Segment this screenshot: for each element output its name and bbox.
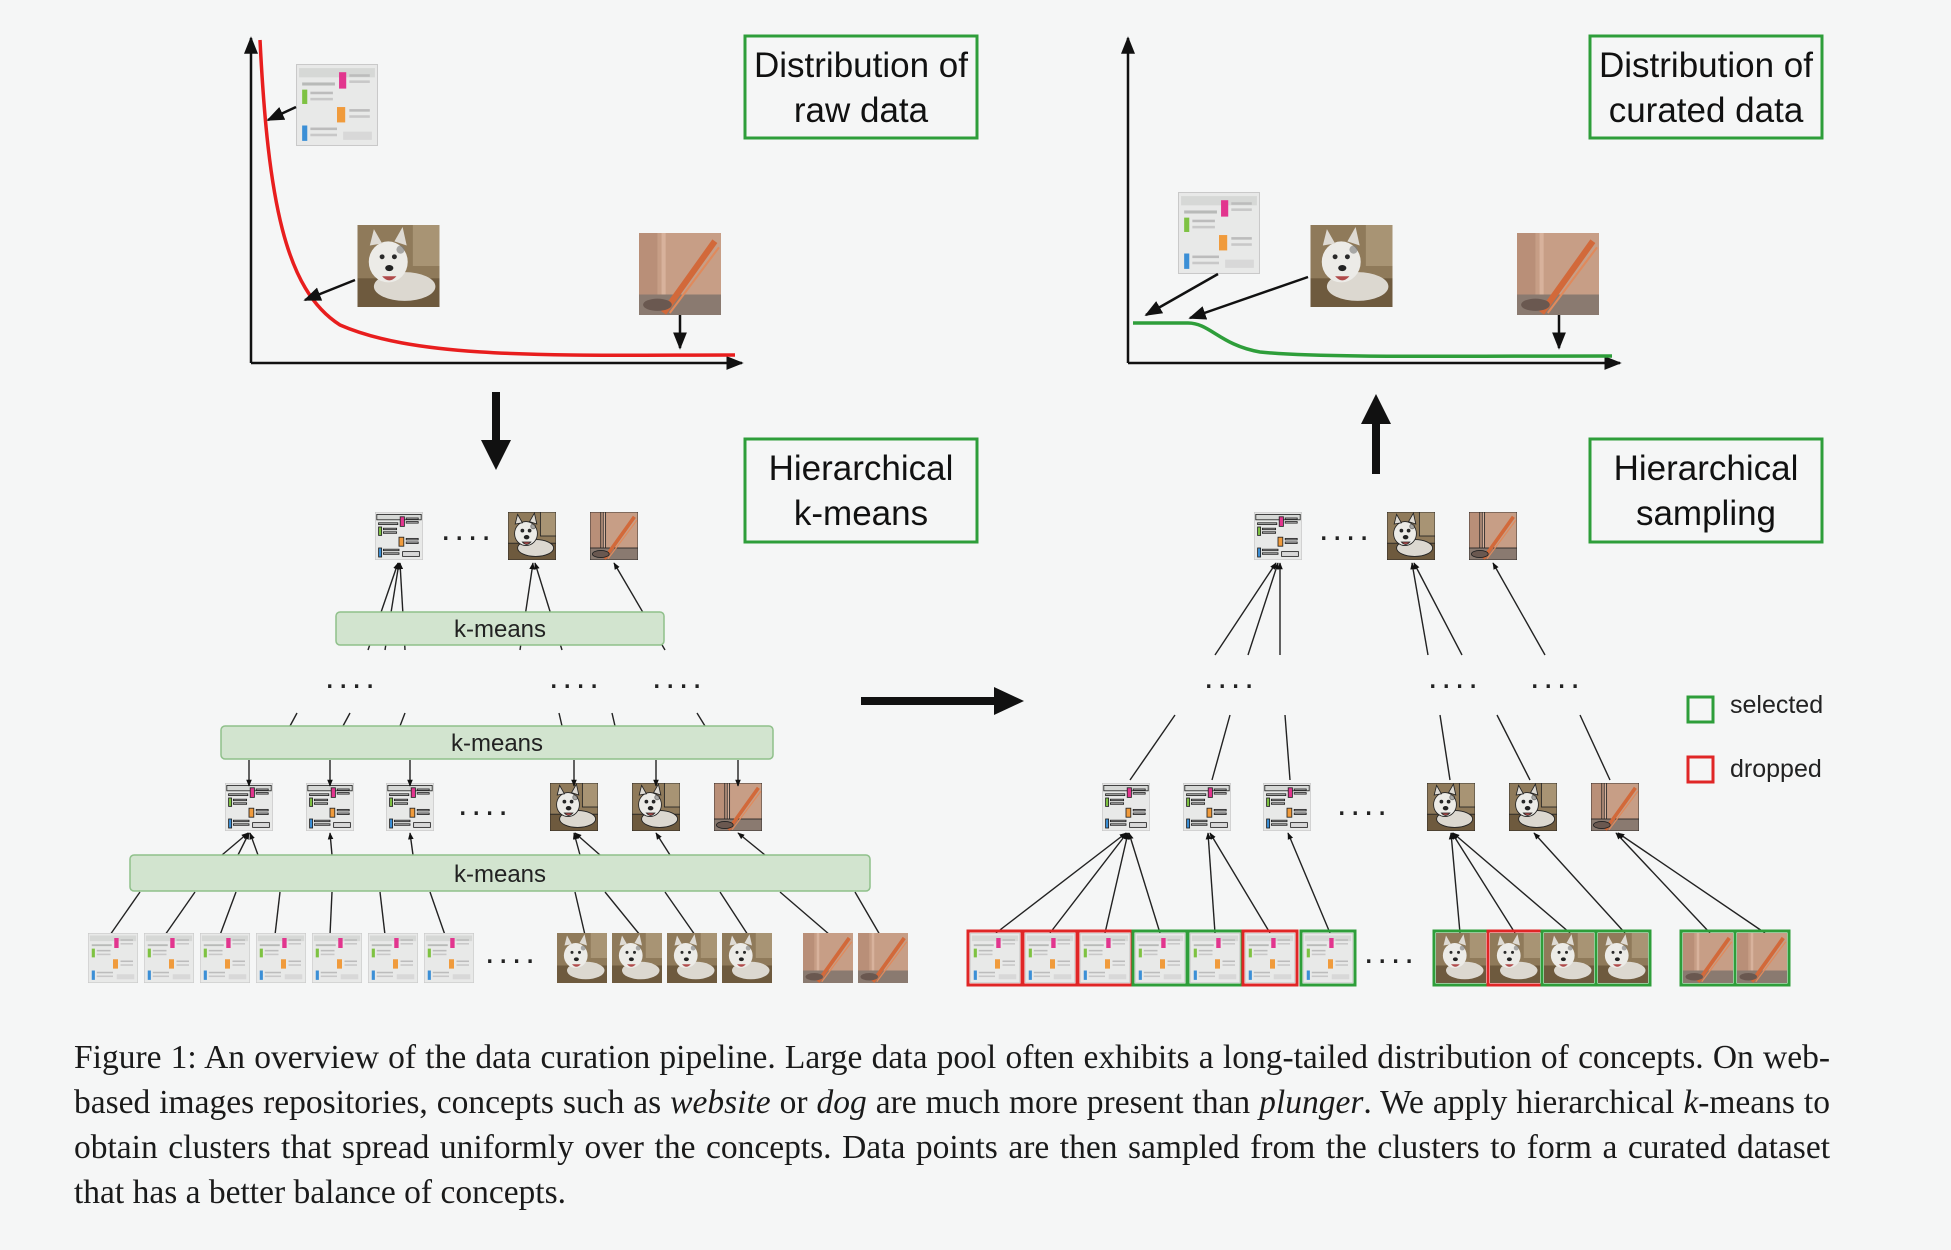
- website-thumbnail-icon: [88, 933, 138, 983]
- curated-label-line-1: Distribution of: [1599, 46, 1813, 85]
- raw-label-line-1: Distribution of: [754, 46, 968, 85]
- dog-thumbnail-icon: [1509, 783, 1557, 831]
- legend-dropped-swatch: [1686, 755, 1715, 784]
- hierarchical-kmeans-tree: [109, 512, 881, 936]
- dog-thumbnail-icon: [722, 933, 772, 983]
- curated-balanced-curve: [1133, 321, 1613, 359]
- website-thumbnail-icon: [424, 933, 474, 983]
- dog-thumbnail-icon: [632, 783, 680, 831]
- website-thumbnail-icon: [144, 933, 194, 983]
- hs-label-line-1: Hierarchical: [1614, 449, 1799, 488]
- selected-frame: [1733, 929, 1791, 987]
- dog-thumbnail-icon: [612, 933, 662, 983]
- pipeline-diagram: Distribution of raw data Distribution of…: [88, 34, 1824, 987]
- selected-frame: [1299, 929, 1357, 987]
- ellipsis: ....: [549, 658, 603, 696]
- ellipsis: ....: [441, 510, 495, 548]
- legend-selected-label: selected: [1730, 691, 1823, 719]
- selected-frame: [1594, 929, 1652, 987]
- dog-thumbnail-icon: [357, 225, 440, 307]
- raw-long-tail-curve: [258, 39, 736, 357]
- website-thumbnail-icon: [256, 933, 306, 983]
- hierarchical-sampling-label: Hierarchical sampling: [1588, 437, 1824, 544]
- dog-thumbnail-icon: [667, 933, 717, 983]
- plunger-thumbnail-icon: [1469, 512, 1517, 560]
- hierarchical-kmeans-label: Hierarchical k-means: [743, 437, 979, 544]
- curated-distribution-plot: [1121, 36, 1622, 370]
- plunger-thumbnail-icon: [803, 933, 853, 983]
- raw-distribution-plot: [244, 36, 744, 370]
- website-thumbnail-icon: [1102, 783, 1150, 831]
- website-thumbnail-icon: [1183, 783, 1231, 831]
- website-thumbnail-icon: [375, 512, 423, 560]
- ellipsis: ....: [1319, 510, 1373, 548]
- hkm-label-line-1: Hierarchical: [769, 449, 954, 488]
- hierarchical-sampling-tree: [995, 512, 1766, 934]
- website-thumbnail-icon: [225, 783, 273, 831]
- plunger-thumbnail-icon: [1517, 233, 1599, 315]
- website-thumbnail-icon: [306, 783, 354, 831]
- ellipsis: ....: [1204, 658, 1258, 696]
- dropped-frame: [1241, 929, 1299, 987]
- plunger-thumbnail-icon: [639, 233, 721, 315]
- dog-thumbnail-icon: [1427, 783, 1475, 831]
- website-thumbnail-icon: [296, 64, 378, 146]
- legend-selected-swatch: [1686, 695, 1715, 724]
- ellipsis: ....: [1337, 785, 1391, 823]
- website-thumbnail-icon: [312, 933, 362, 983]
- down-arrow-icon: [481, 392, 511, 470]
- raw-label-line-2: raw data: [794, 91, 929, 130]
- legend: selected dropped: [1686, 691, 1823, 784]
- kmeans-label: k-means: [454, 861, 546, 888]
- raw-distribution-label: Distribution of raw data: [743, 34, 979, 140]
- website-thumbnail-icon: [1254, 512, 1302, 560]
- curated-label-line-2: curated data: [1609, 91, 1804, 130]
- kmeans-box-middle: k-means: [220, 725, 774, 760]
- ellipsis: ....: [652, 658, 706, 696]
- ellipsis: ....: [1364, 933, 1418, 971]
- kmeans-box-top: k-means: [335, 611, 665, 646]
- plunger-thumbnail-icon: [1591, 783, 1639, 831]
- sampled-data-leaves: [966, 929, 1791, 987]
- website-thumbnail-icon: [200, 933, 250, 983]
- ellipsis: ....: [458, 785, 512, 823]
- website-thumbnail-icon: [386, 783, 434, 831]
- figure-caption: Figure 1: An overview of the data curati…: [74, 1039, 1830, 1211]
- dog-thumbnail-icon: [557, 933, 607, 983]
- plunger-thumbnail-icon: [714, 783, 762, 831]
- curated-distribution-label: Distribution of curated data: [1588, 34, 1824, 140]
- dog-thumbnail-icon: [1387, 512, 1435, 560]
- dog-thumbnail-icon: [508, 512, 556, 560]
- ellipsis: ....: [1428, 658, 1482, 696]
- hs-label-line-2: sampling: [1636, 494, 1776, 533]
- ellipsis: ....: [1530, 658, 1584, 696]
- plunger-thumbnail-icon: [590, 512, 638, 560]
- kmeans-label: k-means: [451, 730, 543, 757]
- dog-thumbnail-icon: [550, 783, 598, 831]
- right-arrow-icon: [861, 687, 1024, 715]
- kmeans-label: k-means: [454, 616, 546, 643]
- legend-dropped-label: dropped: [1730, 755, 1822, 783]
- dog-thumbnail-icon: [1310, 225, 1393, 307]
- website-thumbnail-icon: [1263, 783, 1311, 831]
- website-thumbnail-icon: [368, 933, 418, 983]
- up-arrow-icon: [1361, 394, 1391, 474]
- website-thumbnail-icon: [1178, 192, 1260, 274]
- ellipsis: ....: [485, 933, 539, 971]
- hkm-label-line-2: k-means: [794, 494, 928, 533]
- plunger-thumbnail-icon: [858, 933, 908, 983]
- kmeans-box-bottom: k-means: [129, 854, 871, 892]
- ellipsis: ....: [325, 658, 379, 696]
